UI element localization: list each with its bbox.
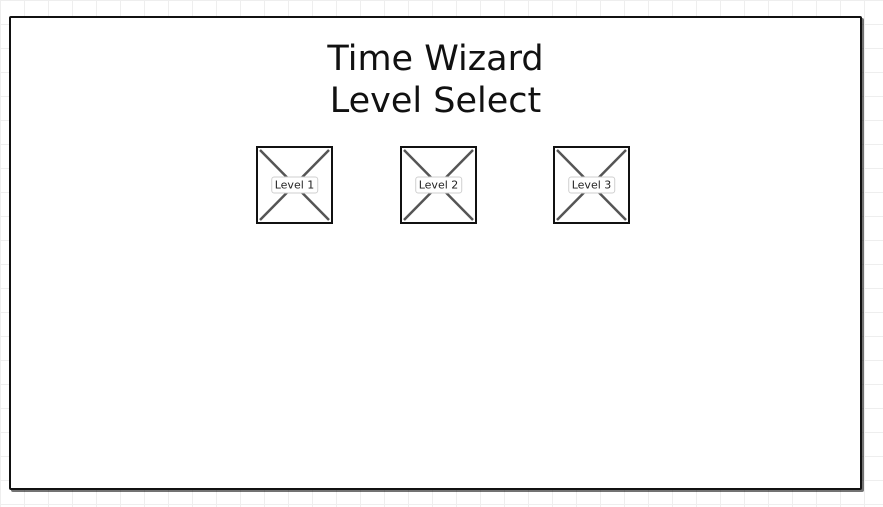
level-2-label: Level 2 [414, 176, 463, 194]
level-3-button[interactable]: Level 3 [553, 146, 630, 224]
level-3-label: Level 3 [567, 176, 616, 194]
level-2-button[interactable]: Level 2 [400, 146, 477, 224]
level-1-button[interactable]: Level 1 [256, 146, 333, 224]
screen-title: Level Select [329, 81, 542, 121]
game-title: Time Wizard [327, 39, 544, 79]
level-1-label: Level 1 [270, 176, 319, 194]
game-window: Time Wizard Level Select Level 1 Level 2… [9, 16, 862, 490]
